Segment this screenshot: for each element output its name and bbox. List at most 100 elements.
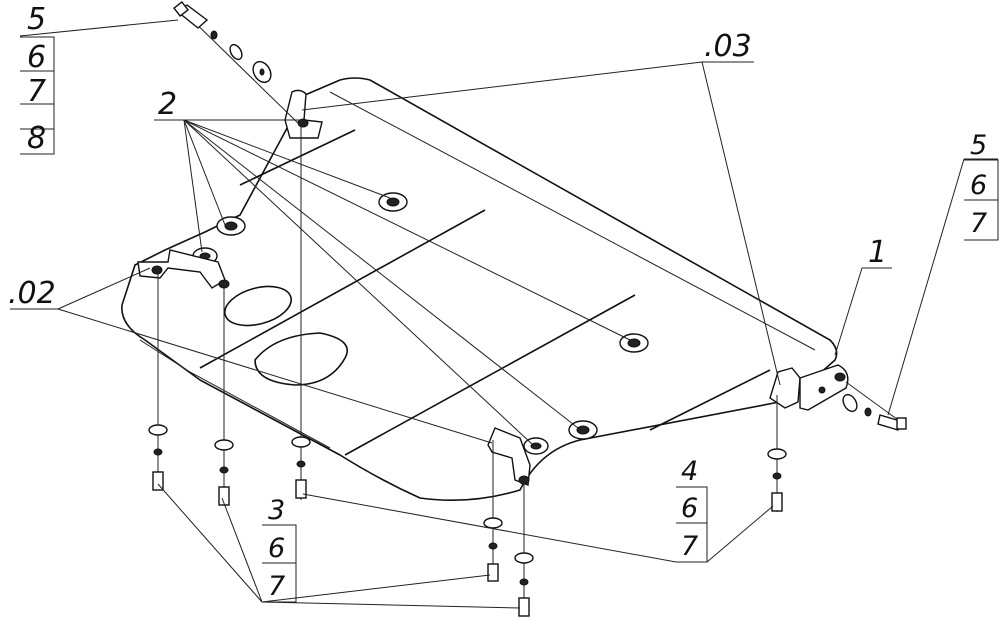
rib (344, 294, 636, 456)
bracket-left (137, 249, 226, 289)
bolt (518, 597, 530, 617)
bolt (295, 479, 307, 499)
leader (183, 119, 226, 226)
fastener-stack-top-left (172, 0, 301, 126)
rib (199, 209, 486, 369)
bolt (152, 471, 164, 491)
fastener-stack-bottom (148, 125, 787, 617)
bracket-hole (151, 265, 163, 275)
callout-frame (676, 486, 708, 563)
bracket-hole (818, 386, 826, 394)
leader (183, 119, 631, 341)
callout-frame (262, 524, 297, 603)
bracket-hole (834, 372, 846, 382)
label-1: 1 (868, 235, 887, 270)
washer (214, 439, 234, 451)
spring-washer (519, 578, 529, 586)
callout-frame (20, 36, 55, 155)
leader (261, 601, 521, 609)
leader (183, 119, 533, 445)
washer (291, 436, 311, 448)
rivet-nut-hole (530, 442, 542, 450)
callout-number: 5 (970, 130, 987, 161)
leader (183, 119, 203, 253)
leader (157, 483, 263, 603)
leader (302, 493, 677, 563)
skid-plate-outline (121, 77, 838, 501)
leader-lines (10, 19, 998, 609)
rib (239, 129, 356, 186)
oval-opening (224, 285, 292, 327)
bolt-head (172, 0, 190, 18)
spring-washer (772, 472, 782, 480)
callout-bottom-center: 3 6 7 (262, 495, 297, 603)
brackets (137, 89, 849, 486)
spring-washer (210, 30, 218, 40)
bolt-head (896, 417, 907, 430)
spring-washer (488, 542, 498, 550)
bracket-front-top (284, 89, 323, 139)
washer-hole (259, 68, 265, 76)
bracket-rear (487, 427, 531, 486)
skid-plate-inner-edge (139, 91, 816, 449)
callout-number: 3 (268, 495, 285, 526)
rivet-nut-hole (224, 221, 238, 231)
label-2: 2 (158, 87, 177, 122)
bolt (877, 414, 901, 431)
assembly-axis (179, 7, 301, 126)
skid-plate (121, 77, 838, 501)
fastener-stack-right (842, 381, 907, 431)
callout-number: 6 (970, 170, 987, 201)
spring-washer (864, 407, 872, 417)
leader (701, 61, 781, 386)
leader (706, 505, 774, 563)
callout-number: 7 (970, 208, 987, 239)
rib (649, 369, 771, 431)
rivet-nut-hole (576, 425, 590, 435)
label-02: .02 (8, 276, 56, 311)
callout-top-right: 5 6 7 (964, 130, 999, 241)
leader (887, 158, 965, 416)
oval-opening (254, 332, 348, 386)
callout-number: 6 (681, 493, 698, 524)
bolt (771, 492, 783, 512)
washer (483, 517, 503, 529)
callout-number: 5 (27, 2, 46, 37)
leader (261, 574, 491, 603)
leader (221, 497, 263, 603)
label-03: .03 (704, 29, 752, 64)
leader (57, 267, 151, 310)
spring-washer (153, 448, 163, 456)
callout-number: 6 (27, 40, 46, 75)
leader (183, 119, 579, 429)
rivet-nut-hole (627, 338, 641, 348)
callout-bottom-right: 4 6 7 (676, 456, 708, 563)
washer (229, 43, 243, 61)
leader (834, 267, 863, 356)
leader (183, 119, 391, 199)
bracket-right (769, 367, 801, 409)
bolt (218, 486, 230, 506)
bolt (487, 563, 499, 582)
assembly-axis (845, 381, 906, 426)
leader (19, 19, 179, 37)
callout-number: 7 (268, 571, 285, 602)
washer (767, 448, 787, 460)
callout-number: 7 (27, 74, 46, 109)
spring-washer (219, 466, 229, 474)
callout-number: 4 (681, 456, 698, 487)
callout-number: 8 (27, 121, 46, 156)
callout-number: 6 (268, 533, 285, 564)
callout-frame (964, 159, 999, 241)
leader (57, 308, 493, 444)
washer (148, 424, 168, 436)
callout-number: 7 (681, 531, 698, 562)
rivet-nut-hole (386, 197, 400, 207)
washer (514, 552, 534, 564)
spring-washer (296, 460, 306, 468)
washer (842, 393, 858, 413)
callout-top-left: 5 6 7 8 (20, 2, 55, 156)
leader (301, 61, 703, 111)
